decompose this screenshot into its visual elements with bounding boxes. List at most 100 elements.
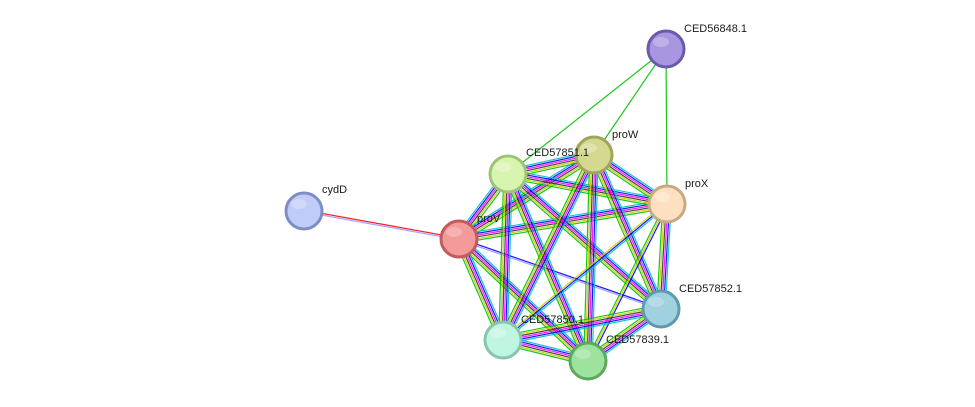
edge-proX-CED57850.1 [501, 202, 669, 342]
edge-evidence-line [504, 174, 512, 341]
node-highlight [575, 349, 591, 359]
edge-evidence-line [502, 305, 661, 339]
edge-evidence-line [503, 155, 596, 341]
edge-evidence-line [507, 174, 667, 206]
edge-CED57851.1-CED57850.1 [498, 173, 513, 341]
edge-evidence-line [460, 158, 597, 244]
edge-evidence-line [591, 155, 660, 311]
node-proW[interactable]: proW [574, 129, 639, 175]
node-label: CED56848.1 [684, 23, 747, 35]
edge-evidence-line [508, 173, 590, 361]
node-circle[interactable] [641, 289, 681, 329]
edge-CED57852.1-CED57850.1 [502, 304, 662, 345]
edge-evidence-line [503, 310, 662, 344]
node-circle[interactable] [647, 184, 687, 224]
node-highlight [654, 192, 670, 202]
edge-evidence-line [587, 203, 668, 362]
node-highlight [446, 227, 462, 237]
node-CED57852.1[interactable]: CED57852.1 [641, 283, 742, 329]
node-label: proW [612, 129, 639, 141]
edge-evidence-line [588, 204, 670, 363]
edge-evidence-line [502, 307, 661, 340]
edge-evidence-line [595, 153, 664, 309]
edge-proW-CED57850.1 [498, 152, 599, 343]
edge-evidence-line [586, 154, 594, 361]
edge-evidence-line [505, 175, 660, 312]
node-label: CED57850.1 [521, 314, 584, 326]
node-label: CED57851.1 [526, 147, 589, 159]
edge-evidence-line [458, 239, 661, 311]
edge-evidence-line [506, 174, 513, 341]
edge-evidence-line [507, 177, 667, 209]
edge-evidence-line [508, 172, 668, 204]
edge-evidence-line [594, 154, 663, 309]
node-CED57851.1[interactable]: CED57851.1 [488, 147, 589, 194]
edge-evidence-line [501, 173, 508, 340]
node-highlight [653, 37, 669, 47]
edge-evidence-line [592, 155, 661, 310]
edge-evidence-line [303, 211, 459, 241]
node-proX[interactable]: proX [647, 178, 709, 224]
edge-CED56848.1-CED57851.1 [507, 48, 667, 175]
edge-evidence-line [500, 153, 593, 340]
edge-evidence-line [509, 171, 664, 308]
edge-evidence-line [507, 175, 667, 208]
node-label: proV [477, 213, 501, 225]
node-circle[interactable] [488, 154, 528, 194]
edge-proV-CED57852.1 [458, 237, 662, 311]
edge-CED56848.1-proW [593, 48, 667, 156]
edge-evidence-line [597, 153, 666, 308]
edge-evidence-line [593, 48, 667, 156]
node-highlight [490, 328, 506, 338]
edge-evidence-line [456, 240, 587, 364]
edge-CED56848.1-proX [665, 48, 668, 205]
edge-evidence-line [509, 172, 591, 361]
edge-evidence-line [502, 304, 661, 337]
node-cydD[interactable]: cydD [284, 184, 347, 231]
edge-evidence-line [460, 156, 596, 242]
node-circle[interactable] [483, 320, 523, 360]
node-circle[interactable] [284, 191, 324, 231]
edge-evidence-line [503, 204, 669, 342]
edge-evidence-line [498, 173, 505, 340]
edge-evidence-line [501, 154, 594, 340]
edge-evidence-line [508, 170, 668, 203]
edge-evidence-line [503, 309, 662, 342]
edge-evidence-line [589, 156, 658, 311]
node-label: cydD [322, 184, 347, 196]
edge-evidence-line [459, 237, 662, 309]
edge-evidence-line [507, 48, 667, 175]
node-highlight [495, 162, 511, 172]
node-circle[interactable] [646, 29, 686, 69]
edge-evidence-line [506, 156, 599, 343]
edge-evidence-line [502, 203, 668, 341]
edge-evidence-line [504, 176, 659, 313]
edge-cydD-proV [303, 209, 460, 241]
edge-evidence-line [498, 152, 591, 339]
edge-evidence-line [507, 174, 661, 311]
edge-CED57851.1-proX [507, 169, 668, 209]
node-CED56848.1[interactable]: CED56848.1 [646, 23, 747, 69]
nodes-layer: CED56848.1 proW CED57851.1 proX cydD proV CED5… [284, 23, 747, 381]
edge-CED57851.1-CED57852.1 [504, 170, 665, 313]
node-label: CED57839.1 [606, 334, 669, 346]
edge-evidence-line [585, 202, 667, 361]
edge-evidence-line [304, 209, 460, 239]
node-CED57839.1[interactable]: CED57839.1 [568, 334, 669, 381]
edge-evidence-line [503, 174, 510, 341]
node-label: proX [685, 178, 709, 190]
node-CED57850.1[interactable]: CED57850.1 [483, 314, 584, 360]
node-circle[interactable] [574, 135, 614, 175]
node-proV[interactable]: proV [439, 213, 501, 259]
edge-evidence-line [503, 312, 662, 345]
edge-evidence-line [508, 172, 662, 309]
edge-evidence-line [504, 155, 597, 342]
edge-proX-CED57839.1 [585, 202, 670, 363]
node-highlight [581, 143, 597, 153]
edge-evidence-line [665, 48, 668, 205]
node-circle[interactable] [439, 219, 479, 259]
node-label: CED57852.1 [679, 283, 742, 295]
node-highlight [291, 199, 307, 209]
edge-evidence-line [501, 202, 667, 340]
node-circle[interactable] [568, 341, 608, 381]
